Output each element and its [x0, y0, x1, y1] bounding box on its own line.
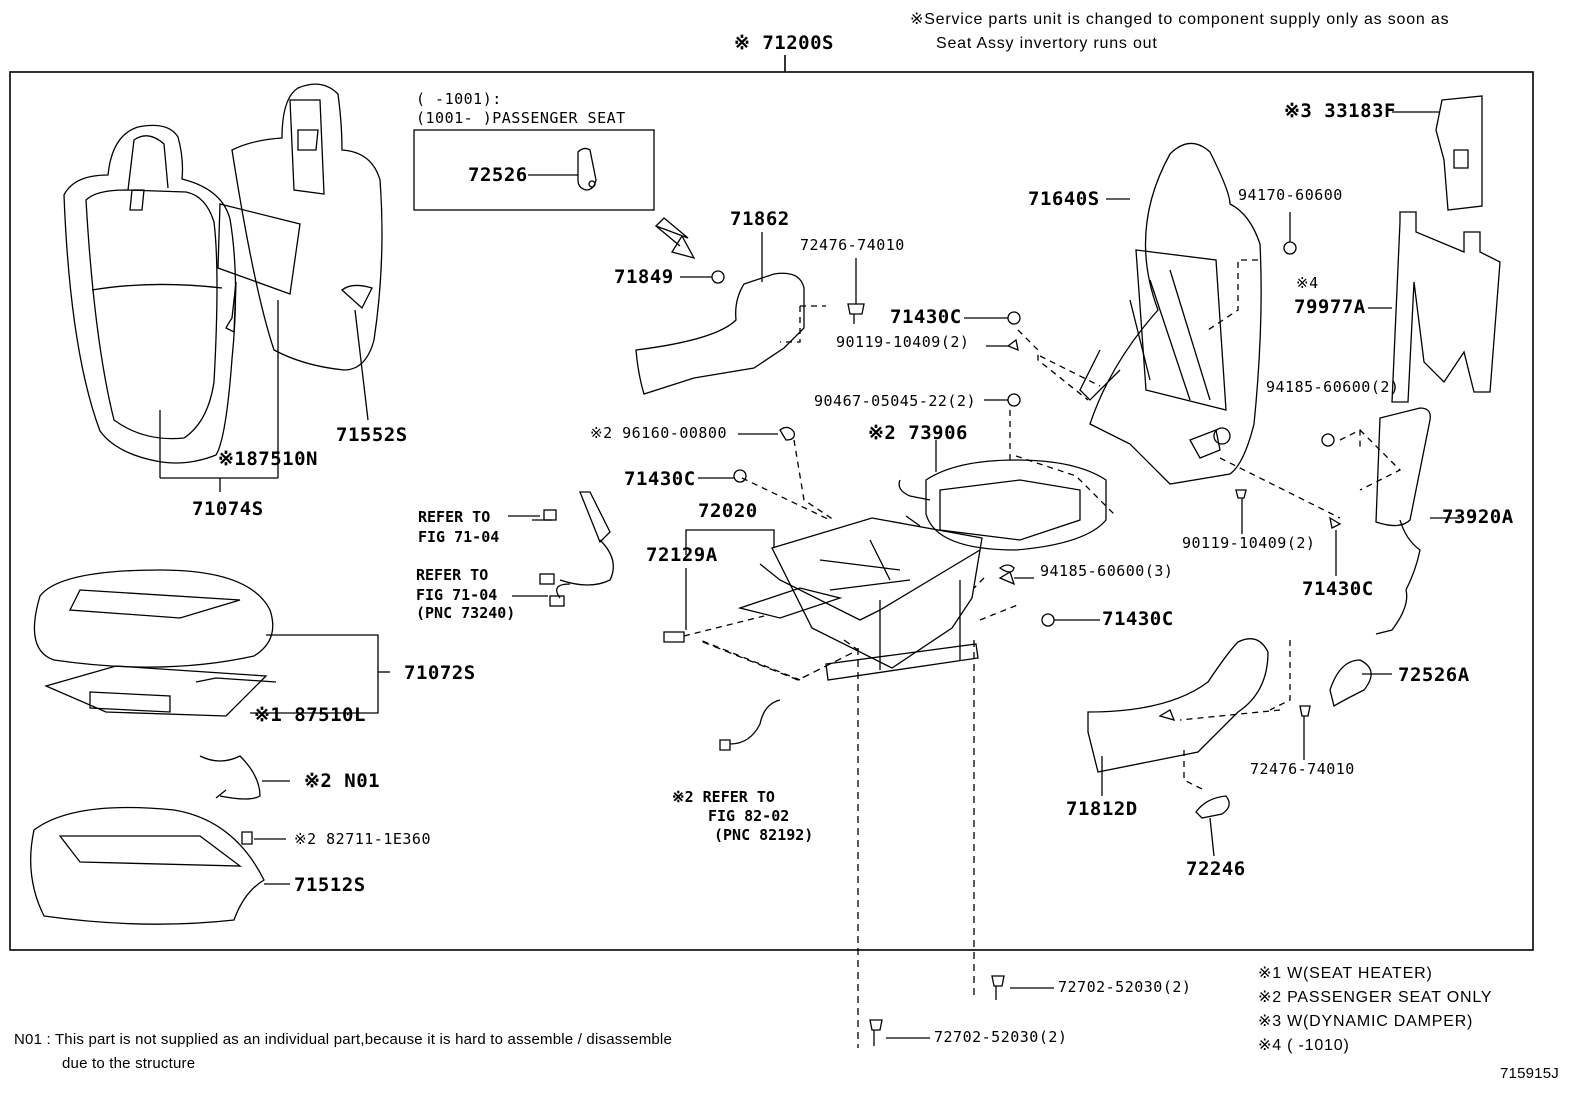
- bolt-72702-a: [991, 975, 1005, 1000]
- direction-arrow: [654, 217, 696, 260]
- backboard-79977A: [1391, 211, 1501, 403]
- knob-72246: [1195, 795, 1230, 819]
- part-94185-60600-3[interactable]: 94185-60600(3): [1040, 562, 1174, 580]
- inset-serial-range-2: (1001- )PASSENGER SEAT: [416, 109, 626, 127]
- part-71430C-upper[interactable]: 71430C: [890, 306, 962, 328]
- seat-cushion: [33, 569, 277, 717]
- dynamic-damper: [1435, 95, 1483, 211]
- part-71072S[interactable]: 71072S: [404, 662, 476, 684]
- refer-to-fig-71-04-b-pnc[interactable]: (PNC 73240): [416, 604, 516, 622]
- part-71430C-center[interactable]: 71430C: [1102, 608, 1174, 630]
- figure-id: 715915J: [1500, 1065, 1559, 1082]
- seatback-cover: [63, 124, 237, 464]
- service-note-line-2: Seat Assy invertory runs out: [936, 35, 1158, 52]
- part-72129A[interactable]: 72129A: [646, 544, 718, 566]
- part-96160-00800[interactable]: ※2 96160-00800: [590, 424, 727, 442]
- seatbelt-buckle-harness: [532, 491, 614, 599]
- part-71552S[interactable]: 71552S: [336, 424, 408, 446]
- seatback-pad: [217, 83, 383, 371]
- refer-to-fig-82-02-line1[interactable]: ※2 REFER TO: [672, 788, 775, 806]
- footnote-line-1: N01 : This part is not supplied as an in…: [14, 1031, 673, 1048]
- part-72020[interactable]: 72020: [698, 500, 758, 522]
- refer-to-fig-71-04-a-line2[interactable]: FIG 71-04: [418, 528, 500, 546]
- bracket-71862: [635, 272, 805, 395]
- part-73920A[interactable]: 73920A: [1442, 506, 1514, 528]
- inset-box: [413, 129, 655, 211]
- service-note-line-1: ※Service parts unit is changed to compon…: [910, 11, 1450, 28]
- part-71812D[interactable]: 71812D: [1066, 798, 1138, 820]
- refer-to-fig-71-04-b-line1[interactable]: REFER TO: [416, 566, 489, 584]
- part-79977A-note: ※4: [1296, 274, 1319, 292]
- part-82711-1E360[interactable]: ※2 82711-1E360: [294, 830, 431, 848]
- part-94185-60600-2[interactable]: 94185-60600(2): [1266, 378, 1400, 396]
- footnote-line-2: due to the structure: [62, 1055, 196, 1072]
- harness-n01: [199, 755, 290, 800]
- seat-pan-73906: [925, 459, 1107, 551]
- lever-knob-72526A: [1329, 659, 1372, 708]
- part-72702-52030-upper[interactable]: 72702-52030(2): [1058, 978, 1192, 996]
- part-71512S[interactable]: 71512S: [294, 874, 366, 896]
- refer-to-fig-71-04-b-line2[interactable]: FIG 71-04: [416, 586, 498, 604]
- refer-to-fig-82-02-pnc[interactable]: (PNC 82192): [714, 826, 814, 844]
- bolt-72702-b: [869, 1019, 883, 1046]
- part-71640S[interactable]: 71640S: [1028, 188, 1100, 210]
- connector-82711: [241, 831, 286, 845]
- part-90119-10409-upper[interactable]: 90119-10409(2): [836, 333, 970, 351]
- seat-assy-part-number[interactable]: ※ 71200S: [734, 32, 834, 54]
- inset-serial-range-1: ( -1001):: [416, 90, 502, 108]
- side-airbag-73920A: [1375, 407, 1431, 527]
- refer-to-fig-71-04-a-line1[interactable]: REFER TO: [418, 508, 491, 526]
- part-72526[interactable]: 72526: [468, 164, 528, 186]
- legend-note-2: ※2 PASSENGER SEAT ONLY: [1258, 989, 1493, 1006]
- legend-note-3: ※3 W(DYNAMIC DAMPER): [1258, 1013, 1474, 1030]
- part-N01[interactable]: ※2 N01: [304, 770, 381, 792]
- part-72476-74010-lower[interactable]: 72476-74010: [1250, 760, 1355, 778]
- diagram-frame: [9, 71, 1534, 951]
- part-72526A[interactable]: 72526A: [1398, 664, 1470, 686]
- part-72246[interactable]: 72246: [1186, 858, 1246, 880]
- part-72476-74010-upper[interactable]: 72476-74010: [800, 236, 905, 254]
- legend-note-1: ※1 W(SEAT HEATER): [1258, 965, 1433, 982]
- part-33183F[interactable]: ※3 33183F: [1284, 100, 1396, 122]
- part-71849[interactable]: 71849: [614, 266, 674, 288]
- part-71430C-left[interactable]: 71430C: [624, 468, 696, 490]
- part-87510L[interactable]: ※1 87510L: [254, 704, 366, 726]
- lever-knob-72526: [577, 147, 597, 191]
- part-73906[interactable]: ※2 73906: [868, 422, 968, 444]
- legend-note-4: ※4 ( -1010): [1258, 1037, 1350, 1054]
- part-72702-52030-lower[interactable]: 72702-52030(2): [934, 1028, 1068, 1046]
- part-71074S[interactable]: 71074S: [192, 498, 264, 520]
- part-71430C-right[interactable]: 71430C: [1302, 578, 1374, 600]
- seatback-frame: [1079, 142, 1262, 485]
- part-71862[interactable]: 71862: [730, 208, 790, 230]
- part-94170-60600[interactable]: 94170-60600: [1238, 186, 1343, 204]
- part-90119-10409-lower[interactable]: 90119-10409(2): [1182, 534, 1316, 552]
- part-87510N[interactable]: ※187510N: [218, 448, 318, 470]
- cushion-pad: [30, 806, 290, 925]
- side-cover-71812D: [1087, 638, 1269, 773]
- part-79977A[interactable]: 79977A: [1294, 296, 1366, 318]
- refer-to-fig-82-02-line2[interactable]: FIG 82-02: [708, 807, 790, 825]
- part-90467-05045-22[interactable]: 90467-05045-22(2): [814, 392, 977, 410]
- seat-track-72020: [737, 517, 983, 681]
